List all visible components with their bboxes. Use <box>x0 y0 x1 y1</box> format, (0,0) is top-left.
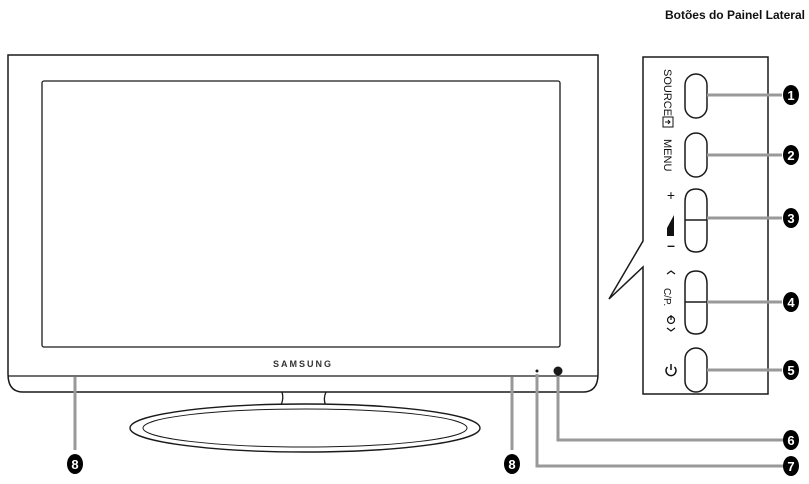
svg-text:6: 6 <box>787 433 794 448</box>
source-button[interactable] <box>684 73 708 119</box>
callout-7: 7 <box>783 456 799 476</box>
svg-text:1: 1 <box>787 88 794 103</box>
channel-power-icon <box>666 315 676 325</box>
callout-3: 3 <box>783 208 799 228</box>
power-indicator <box>535 369 539 373</box>
callout-8-right: 8 <box>504 454 520 474</box>
side-panel-heading: Botões do Painel Lateral <box>664 8 805 22</box>
power-button[interactable] <box>684 347 708 393</box>
volume-plus-label: + <box>667 187 675 203</box>
sensor-leader <box>556 376 790 442</box>
svg-text:3: 3 <box>787 211 794 226</box>
brand-logo: SAMSUNG <box>273 359 333 369</box>
callout-6: 6 <box>783 430 799 450</box>
remote-sensor <box>553 366 563 376</box>
source-label: SOURCE <box>661 69 673 116</box>
callout-2: 2 <box>783 145 799 165</box>
callout-4: 4 <box>783 292 799 312</box>
menu-button[interactable] <box>684 132 708 178</box>
callout-1: 1 <box>783 85 799 105</box>
channel-arrows-icon <box>666 270 676 332</box>
source-input-icon <box>662 116 674 128</box>
svg-text:7: 7 <box>787 459 794 474</box>
channel-label: C/P. <box>661 288 672 306</box>
power-icon <box>665 364 677 377</box>
stand-base-inner <box>142 408 468 448</box>
svg-text:8: 8 <box>71 457 78 472</box>
callout-5: 5 <box>783 360 799 380</box>
menu-label: MENU <box>661 139 673 171</box>
svg-text:8: 8 <box>508 457 515 472</box>
callout-8-left: 8 <box>67 454 83 474</box>
tv-screen <box>41 80 561 348</box>
svg-text:4: 4 <box>787 295 795 310</box>
volume-minus-label: – <box>667 237 675 253</box>
svg-text:2: 2 <box>787 148 794 163</box>
indicator-leader <box>535 374 790 468</box>
stand-base <box>129 403 481 453</box>
svg-text:5: 5 <box>787 363 794 378</box>
volume-wedge-icon <box>667 215 674 236</box>
